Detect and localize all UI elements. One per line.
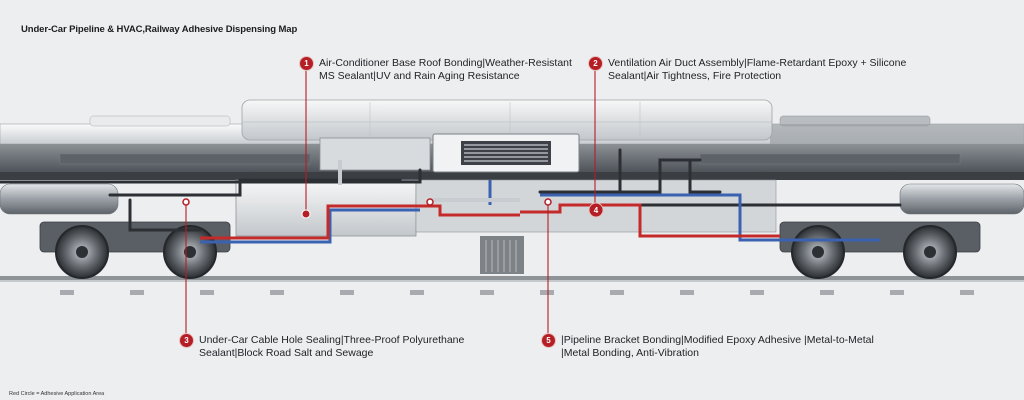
wheel-3 xyxy=(791,225,845,279)
callout-5: 5 |Pipeline Bracket Bonding|Modified Epo… xyxy=(542,334,874,359)
callout-3-line2: Sealant|Block Road Salt and Sewage xyxy=(199,346,374,359)
callout-3-line1: Under-Car Cable Hole Sealing|Three-Proof… xyxy=(199,334,465,346)
callout-5-line2: |Metal Bonding, Anti-Vibration xyxy=(561,346,699,359)
callout-2: 2 Ventilation Air Duct Assembly|Flame-Re… xyxy=(589,57,906,82)
callout-1-number: 1 xyxy=(300,57,313,70)
callout-4-number: 4 xyxy=(594,206,599,215)
callout-5-text: |Pipeline Bracket Bonding|Modified Epoxy… xyxy=(561,334,874,359)
adhesive-marker-5b xyxy=(426,198,434,206)
callout-3-text: Under-Car Cable Hole Sealing|Three-Proof… xyxy=(199,334,464,359)
diagram-title: Under-Car Pipeline & HVAC,Railway Adhesi… xyxy=(21,24,298,35)
callout-1-line2: MS Sealant|UV and Rain Aging Resistance xyxy=(319,69,520,82)
callout-5-line1: |Pipeline Bracket Bonding|Modified Epoxy… xyxy=(561,334,874,346)
callout-1: 1 Air-Conditioner Base Roof Bonding|Weat… xyxy=(300,57,572,82)
callout-3: 3 Under-Car Cable Hole Sealing|Three-Pro… xyxy=(180,334,464,359)
callout-3-number: 3 xyxy=(180,334,193,347)
adhesive-marker-1 xyxy=(301,209,311,219)
wheel-1 xyxy=(55,225,109,279)
callout-2-line1: Ventilation Air Duct Assembly|Flame-Reta… xyxy=(608,57,907,69)
callout-2-line2: Sealant|Air Tightness, Fire Protection xyxy=(608,69,782,82)
under-car-equipment-box xyxy=(235,179,777,274)
callout-4-badge: 4 xyxy=(588,202,604,218)
hvac-grille-housing xyxy=(319,133,580,173)
callout-2-text: Ventilation Air Duct Assembly|Flame-Reta… xyxy=(608,57,906,82)
adhesive-marker-3 xyxy=(182,198,190,206)
callout-5-number: 5 xyxy=(542,334,555,347)
callout-2-number: 2 xyxy=(589,57,602,70)
light-pipe-network xyxy=(338,160,520,202)
wheel-4 xyxy=(903,225,957,279)
callout-1-line1: Air-Conditioner Base Roof Bonding|Weathe… xyxy=(319,57,572,69)
wheel-2 xyxy=(163,225,217,279)
adhesive-marker-5a xyxy=(544,198,552,206)
dark-pipe-network xyxy=(0,148,902,232)
right-cylindrical-tank xyxy=(899,183,1024,215)
left-cylindrical-tank xyxy=(0,183,119,215)
rail-track xyxy=(0,276,1024,295)
callout-1-text: Air-Conditioner Base Roof Bonding|Weathe… xyxy=(319,57,572,82)
legend-footnote: Red Circle = Adhesive Application Area xyxy=(9,391,105,397)
callout-leader-lines xyxy=(185,70,596,340)
rail-sleepers xyxy=(60,290,974,295)
